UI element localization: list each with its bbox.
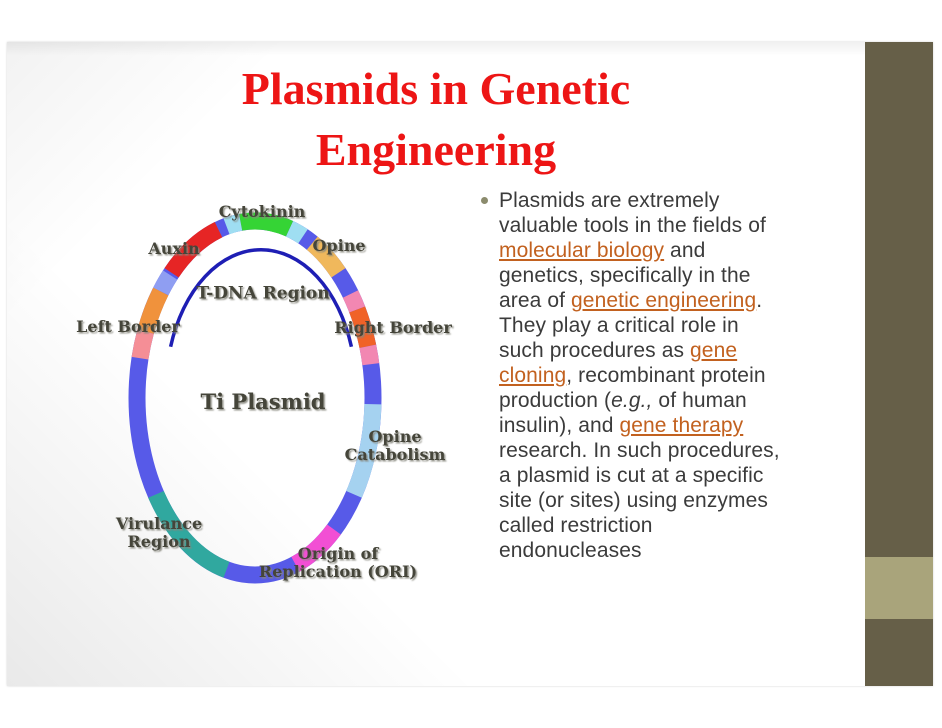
hyperlink[interactable]: gene therapy	[619, 414, 744, 437]
text-segment: site (or sites) using enzymes	[499, 489, 768, 512]
diagram-label: Ti Plasmid	[200, 389, 326, 415]
bullet-text-line: insulin), and gene therapy	[499, 413, 841, 438]
bullet-text-line: cloning, recombinant protein	[499, 363, 841, 388]
diagram-label: Right Border	[334, 318, 452, 338]
bullet-text-line: research. In such procedures,	[499, 438, 841, 463]
bullet-text-line: genetics, specifically in the	[499, 263, 841, 288]
diagram-label: T-DNA Region	[196, 283, 330, 304]
text-segment: area of	[499, 289, 572, 312]
diagram-label: Auxin	[148, 239, 200, 259]
text-segment: and	[664, 239, 706, 262]
bullet-text-line: endonucleases	[499, 538, 841, 563]
sidebar-accent-bar	[865, 42, 933, 686]
bullet-text-line: valuable tools in the fields of	[499, 213, 841, 238]
bullet-text-line: site (or sites) using enzymes	[499, 488, 841, 513]
sidebar-accent-band	[865, 557, 933, 619]
text-segment: called restriction	[499, 514, 653, 537]
text-segment: production (	[499, 389, 612, 412]
text-segment: e.g.,	[611, 389, 653, 412]
bullet-text-line: production (e.g., of human	[499, 388, 841, 413]
bullet-text-line: They play a critical role in	[499, 313, 841, 338]
hyperlink[interactable]: cloning	[499, 364, 567, 387]
bullet-text-line: molecular biology and	[499, 238, 841, 263]
bullet-icon	[481, 197, 488, 204]
bullet-text-line: called restriction	[499, 513, 841, 538]
diagram-label: Cytokinin	[218, 202, 306, 222]
text-segment: genetics, specifically in the	[499, 264, 751, 287]
bullet-text-line: area of genetic engineering.	[499, 288, 841, 313]
bullet-text-line: Plasmids are extremely	[499, 188, 841, 213]
hyperlink[interactable]: genetic engineering	[571, 289, 757, 312]
text-segment: endonucleases	[499, 539, 642, 562]
page-title-line1: Plasmids in Genetic	[241, 63, 631, 114]
slide: Plasmids in Genetic Engineering Cytokini…	[7, 42, 933, 686]
bullet-text-line: a plasmid is cut at a specific	[499, 463, 841, 488]
page-title-line2: Engineering	[315, 124, 557, 175]
text-segment: .	[756, 289, 763, 312]
text-segment: insulin), and	[499, 414, 620, 437]
plasmid-ring-svg	[128, 212, 382, 584]
text-segment: They play a critical role in	[499, 314, 739, 337]
diagram-label: Opine	[312, 236, 366, 256]
text-segment: valuable tools in the fields of	[499, 214, 766, 237]
text-segment: a plasmid is cut at a specific	[499, 464, 764, 487]
hyperlink[interactable]: gene	[690, 339, 738, 362]
hyperlink[interactable]: molecular biology	[499, 239, 665, 262]
text-segment: Plasmids are extremely	[499, 189, 720, 212]
text-segment: , recombinant protein	[566, 364, 766, 387]
bullet-text-line: such procedures as gene	[499, 338, 841, 363]
text-segment: research. In such procedures,	[499, 439, 780, 462]
diagram-label: Left Border	[76, 317, 180, 337]
text-segment: such procedures as	[499, 339, 691, 362]
page-title: Plasmids in Genetic Engineering	[7, 58, 865, 180]
text-segment: of human	[652, 389, 747, 412]
